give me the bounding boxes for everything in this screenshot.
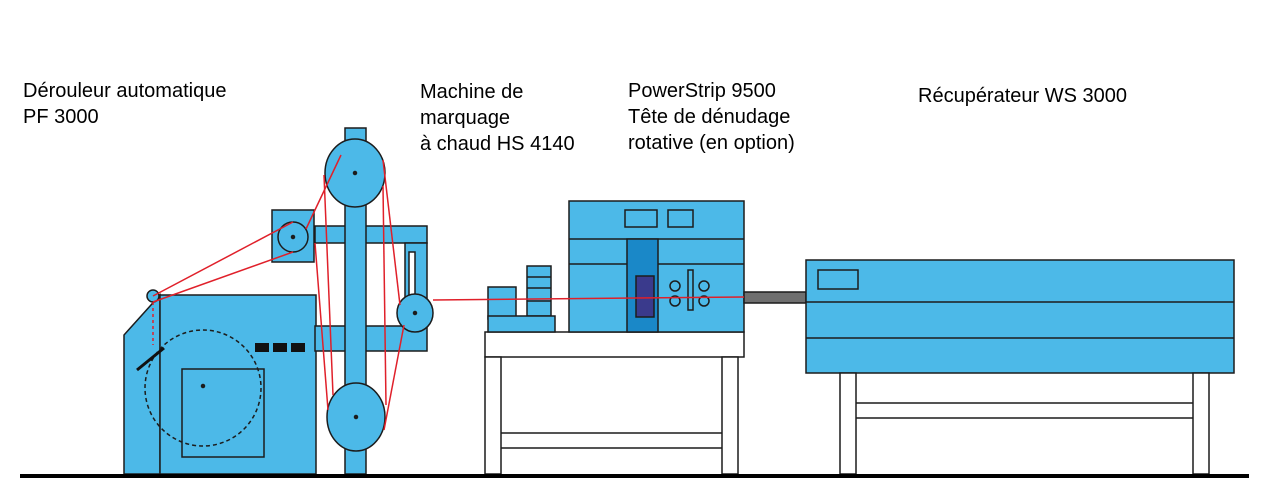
hs4140-upper-arm bbox=[314, 225, 428, 244]
floor-line bbox=[20, 474, 1249, 478]
powerstrip-9500 bbox=[568, 200, 745, 333]
table-top bbox=[484, 331, 745, 358]
unwinder-body bbox=[159, 294, 317, 475]
label-powerstrip-line3: rotative (en option) bbox=[628, 132, 795, 154]
feeder-stack bbox=[526, 265, 552, 317]
unwinder-indicator-2 bbox=[273, 343, 287, 352]
label-unwinder-line1: Dérouleur automatique bbox=[23, 80, 227, 102]
label-powerstrip-line1: PowerStrip 9500 bbox=[628, 80, 776, 102]
cutter-block bbox=[635, 275, 655, 318]
recuperator-leg-left bbox=[839, 372, 857, 475]
unwinder-spool-center bbox=[200, 383, 206, 389]
label-recuperator-line1: Récupérateur WS 3000 bbox=[918, 85, 1128, 107]
powerstrip-display-2 bbox=[667, 209, 694, 228]
powerstrip-table bbox=[484, 331, 745, 475]
table-leg-right bbox=[721, 356, 739, 475]
feeder-block-left bbox=[487, 286, 517, 320]
label-hot-marking-line3: à chaud HS 4140 bbox=[420, 133, 575, 155]
recuperator-body bbox=[805, 259, 1235, 374]
label-powerstrip-line2: Tête de dénudage bbox=[628, 106, 791, 128]
powerstrip-display-1 bbox=[624, 209, 658, 228]
unwinder-panel bbox=[181, 368, 265, 458]
label-hot-marking-line1: Machine de bbox=[420, 81, 524, 103]
unwinder-slanted-front bbox=[123, 293, 161, 475]
roller-1 bbox=[669, 280, 681, 292]
hot-marking-hs4140 bbox=[271, 127, 434, 475]
recuperator-ws3000 bbox=[805, 259, 1235, 475]
table-leg-left bbox=[484, 356, 502, 475]
unwinder-pf3000 bbox=[123, 289, 317, 475]
feeder-blocks bbox=[487, 265, 556, 333]
connecting-tube bbox=[743, 291, 807, 304]
label-unwinder-line2: PF 3000 bbox=[23, 106, 99, 128]
unwinder-spool-outline bbox=[144, 329, 262, 447]
recuperator-display bbox=[817, 269, 859, 290]
wire-path bbox=[152, 154, 745, 431]
label-hot-marking-line2: marquage bbox=[420, 107, 511, 129]
roller-4 bbox=[698, 295, 710, 307]
recuperator-leg-right bbox=[1192, 372, 1210, 475]
label-unwinder: Dérouleur automatique PF 3000 bbox=[23, 78, 226, 130]
roller-2 bbox=[669, 295, 681, 307]
label-powerstrip: PowerStrip 9500 Tête de dénudage rotativ… bbox=[628, 78, 795, 156]
label-hot-marking: Machine de marquage à chaud HS 4140 bbox=[420, 79, 575, 157]
wire-segment bbox=[152, 221, 294, 297]
unwinder-indicator-3 bbox=[291, 343, 305, 352]
unwinder-indicator-1 bbox=[255, 343, 269, 352]
unwinder-lever bbox=[136, 346, 165, 372]
roller-3 bbox=[698, 280, 710, 292]
feeder-base bbox=[487, 315, 556, 333]
hs4140-slot bbox=[408, 251, 416, 299]
blade-bar bbox=[687, 269, 694, 311]
label-recuperator: Récupérateur WS 3000 bbox=[918, 83, 1127, 109]
